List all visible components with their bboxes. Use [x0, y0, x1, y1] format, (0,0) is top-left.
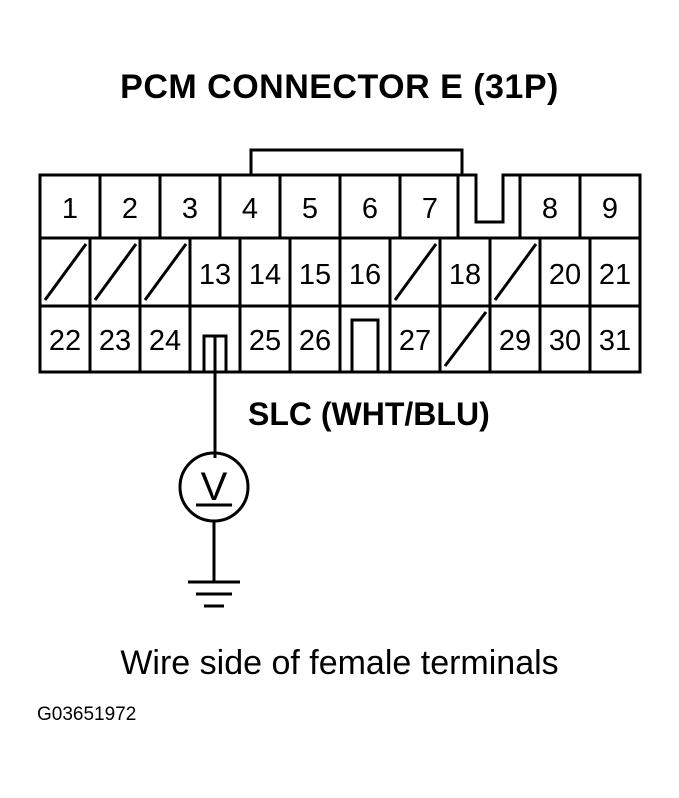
terminal-3: 3	[182, 193, 198, 225]
terminal-20: 20	[549, 259, 581, 291]
ground-icon	[188, 580, 240, 608]
voltmeter-symbol: V	[201, 465, 228, 509]
terminal-23: 23	[99, 325, 131, 357]
terminal-2: 2	[122, 193, 138, 225]
figure-id: G03651972	[37, 704, 137, 725]
terminal-16: 16	[349, 259, 381, 291]
terminal-13: 13	[199, 259, 231, 291]
terminal-1: 1	[62, 193, 78, 225]
terminal-5: 5	[302, 193, 318, 225]
caption: Wire side of female terminals	[120, 644, 559, 682]
terminal-24: 24	[149, 325, 181, 357]
terminal-6: 6	[362, 193, 378, 225]
terminal-14: 14	[249, 259, 281, 291]
terminal-29: 29	[499, 325, 531, 357]
diagram-title: PCM CONNECTOR E (31P)	[120, 68, 559, 106]
terminal-4: 4	[242, 193, 258, 225]
wire-label: SLC (WHT/BLU)	[248, 396, 490, 432]
connector-key-notch	[350, 318, 380, 372]
terminal-31: 31	[599, 325, 631, 357]
terminal-9: 9	[602, 193, 618, 225]
terminal-7: 7	[422, 193, 438, 225]
terminal-22: 22	[49, 325, 81, 357]
terminal-27: 27	[399, 325, 431, 357]
terminal-18: 18	[449, 259, 481, 291]
connector-lock-tab	[249, 148, 464, 175]
terminal-15: 15	[299, 259, 331, 291]
terminal-30: 30	[549, 325, 581, 357]
terminal-25: 25	[249, 325, 281, 357]
terminal-21: 21	[599, 259, 631, 291]
terminal-26: 26	[299, 325, 331, 357]
terminal-8: 8	[542, 193, 558, 225]
